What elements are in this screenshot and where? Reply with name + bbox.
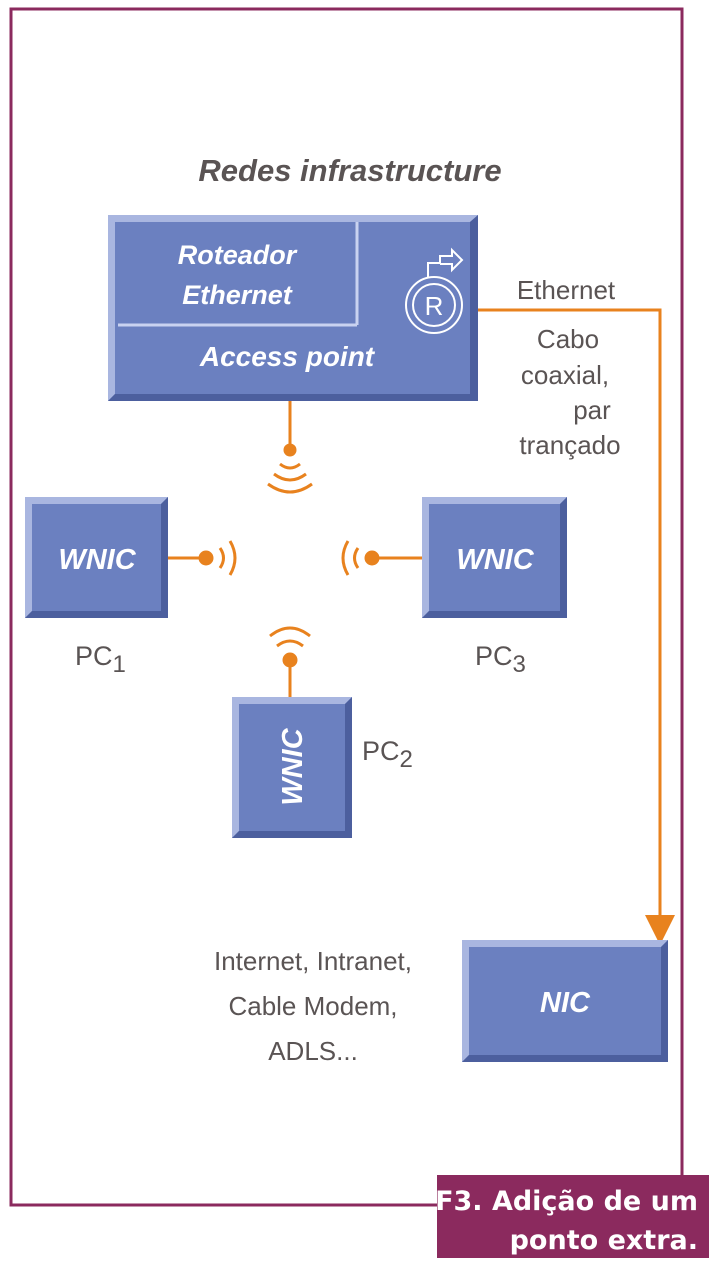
router-label-1: Roteador: [178, 240, 298, 270]
pc2-wnic-label: WNIC: [277, 727, 309, 805]
cable-line: par: [573, 395, 611, 425]
network-type-line: Internet, Intranet,: [214, 946, 412, 976]
pc1-wnic-label: WNIC: [58, 544, 136, 576]
pc1-label: PC1: [75, 641, 126, 678]
pc2-wnic: WNIC: [232, 697, 352, 838]
cable-line: Cabo: [537, 324, 599, 354]
pc1-wireless-signal-icon: [168, 540, 237, 576]
ethernet-label: Ethernet: [517, 275, 616, 305]
ap-wireless-signal-icon: [267, 401, 313, 494]
router-r-icon: R: [405, 247, 464, 334]
caption-line-2: ponto extra.: [510, 1225, 698, 1256]
access-point-label: Access point: [199, 341, 376, 372]
pc2-wireless-signal-icon: [269, 626, 311, 697]
nic-label: NIC: [540, 987, 591, 1019]
pc3-wireless-signal-icon: [341, 540, 422, 576]
cable-line: coaxial,: [521, 360, 609, 390]
pc3-wnic: WNIC: [422, 497, 567, 618]
cable-types: Cabo coaxial, par trançado: [519, 324, 620, 460]
caption-line-1: F3. Adição de um: [435, 1186, 698, 1217]
svg-text:R: R: [425, 291, 444, 321]
pc3-label: PC3: [475, 641, 526, 678]
network-type-line: Cable Modem,: [228, 991, 397, 1021]
figure-caption: F3. Adição de um ponto extra.: [435, 1175, 709, 1258]
ethernet-cable: [478, 308, 675, 945]
diagram-title: Redes infrastructure: [198, 153, 501, 188]
router-label-2: Ethernet: [182, 280, 293, 310]
cable-line: trançado: [519, 430, 620, 460]
frame: [9, 7, 684, 1207]
pc1-wnic: WNIC: [25, 497, 168, 618]
network-type-line: ADLS...: [268, 1036, 358, 1066]
pc3-wnic-label: WNIC: [456, 544, 534, 576]
pc2-label: PC2: [362, 736, 413, 773]
router-access-point: Roteador Ethernet Access point R: [108, 215, 478, 401]
nic: NIC: [462, 940, 668, 1062]
